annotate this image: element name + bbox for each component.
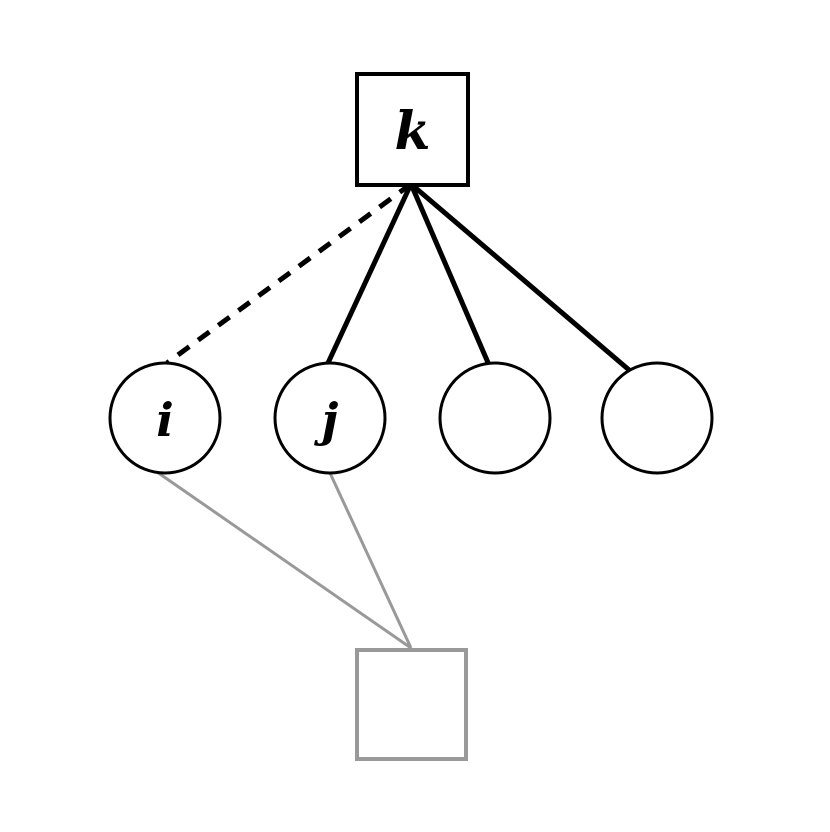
- edge-i-to-factor-bottom: [156, 470, 412, 650]
- variable-j[interactable]: j: [273, 361, 387, 475]
- variable-j-shape: [273, 361, 387, 475]
- variable-i-label: i: [156, 393, 173, 447]
- variable-i-shape: [108, 361, 222, 475]
- factor-k[interactable]: k: [355, 72, 470, 187]
- nodes-layer: k i j: [108, 72, 714, 761]
- edge-k-to-j: [325, 182, 414, 365]
- edge-k-to-variable-3: [408, 183, 492, 366]
- factor-bottom-shape: [355, 648, 468, 761]
- variable-3-shape: [438, 361, 552, 475]
- variable-3[interactable]: [438, 361, 552, 475]
- factor-bottom[interactable]: [355, 648, 468, 761]
- variable-4[interactable]: [600, 361, 714, 475]
- edge-k-to-i: [165, 181, 413, 366]
- variable-4-shape: [600, 361, 714, 475]
- factor-k-shape: [355, 72, 470, 187]
- variable-i[interactable]: i: [108, 361, 222, 475]
- edge-j-to-factor-bottom: [328, 472, 413, 649]
- edges-layer: [156, 181, 637, 650]
- factor-k-label: k: [394, 101, 430, 162]
- edge-k-to-variable-4: [409, 182, 637, 377]
